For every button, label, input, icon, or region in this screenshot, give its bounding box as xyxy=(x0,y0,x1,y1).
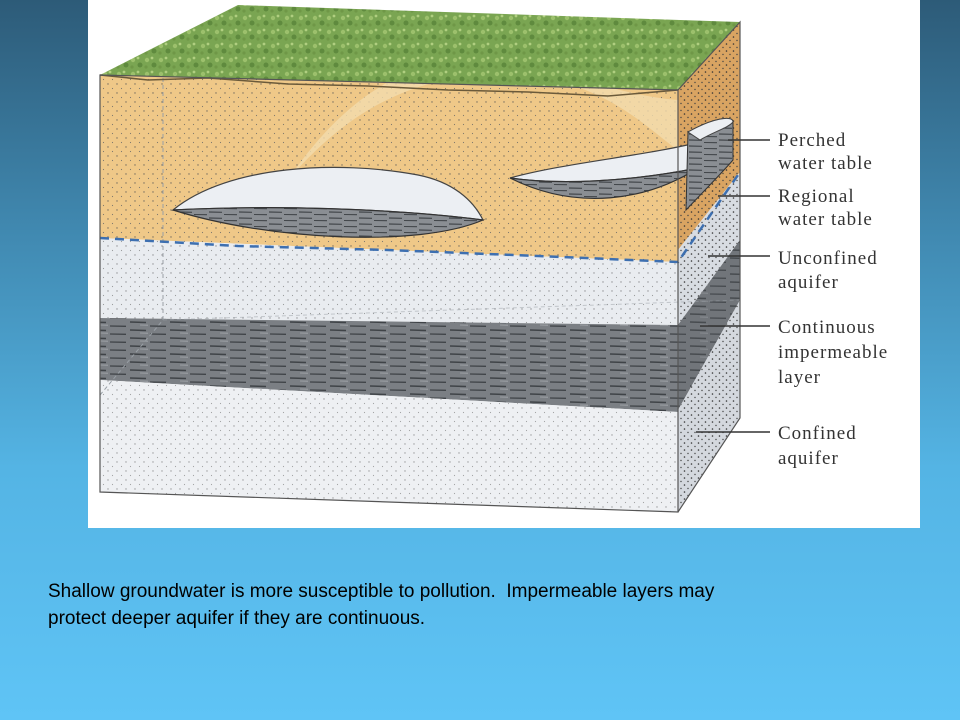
grass-surface xyxy=(100,5,740,90)
aquifer-block-diagram: Perched water table Regional water table… xyxy=(99,5,894,513)
side-face-outline xyxy=(677,20,741,513)
perched-lens-side-top xyxy=(687,117,734,141)
unconfined-layer-dots xyxy=(100,238,678,325)
label-unconfined-aquifer: Unconfined aquifer xyxy=(778,248,883,293)
figure-panel: Perched water table Regional water table… xyxy=(88,0,920,528)
side-face-confined-dots xyxy=(678,300,740,512)
caption-line-1: Shallow groundwater is more susceptible … xyxy=(48,581,715,602)
label-perched-water-table: Perched water table xyxy=(778,130,873,174)
label-impermeable-layer: Continuous impermeable layer xyxy=(778,317,894,388)
impermeable-layer xyxy=(100,318,678,412)
grass-edge xyxy=(99,74,679,97)
side-face-unconfined-dots xyxy=(678,172,740,325)
side-face-clay-lines xyxy=(678,240,740,410)
hidden-edge-floor xyxy=(162,299,741,321)
caption-line-2: protect deeper aquifer if they are conti… xyxy=(48,608,426,629)
perched-lens-left-bottom xyxy=(172,207,486,238)
sand-mound xyxy=(288,60,678,180)
regional-water-table-line xyxy=(99,171,742,264)
label-confined-aquifer: Confined aquifer xyxy=(778,423,862,469)
label-regional-water-table: Regional water table xyxy=(778,186,873,230)
caption: Shallow groundwater is more susceptible … xyxy=(48,578,918,632)
confined-layer-dots xyxy=(100,380,678,512)
